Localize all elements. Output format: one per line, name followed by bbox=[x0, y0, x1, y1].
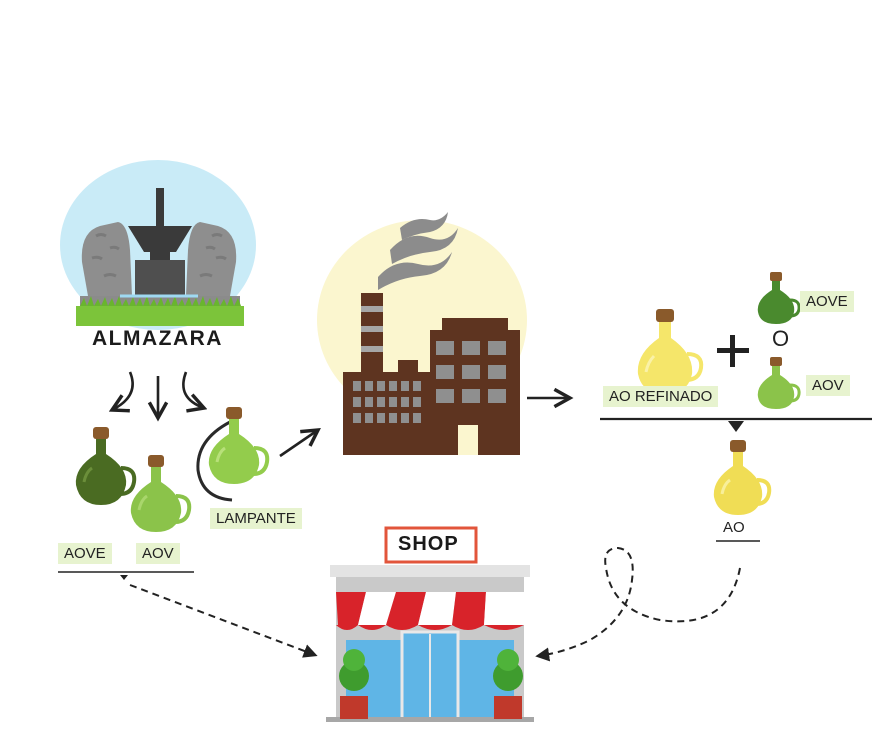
ao-label: AO bbox=[723, 519, 745, 536]
aov-bottle-icon bbox=[130, 455, 192, 532]
baseline-pointer bbox=[120, 575, 128, 580]
aove-left-label: AOVE bbox=[58, 543, 112, 564]
ao-bottle-icon bbox=[713, 440, 772, 515]
or-label: O bbox=[772, 326, 790, 351]
almazara-label: ALMAZARA bbox=[92, 327, 223, 350]
aov-left-label: AOV bbox=[136, 543, 180, 564]
ao-refinado-label: AO REFINADO bbox=[603, 386, 719, 407]
ao-refinado-bottle-icon bbox=[637, 309, 704, 394]
lampante-bottle-icon bbox=[196, 407, 270, 502]
ao-to-shop-arrow bbox=[535, 546, 741, 662]
aove-bottle-icon bbox=[75, 427, 137, 505]
lampante-label: LAMPANTE bbox=[210, 508, 302, 529]
shop-sign-label: SHOP bbox=[398, 533, 459, 555]
oil-mill-icon bbox=[60, 160, 256, 330]
aov-right-label: AOV bbox=[806, 375, 850, 396]
aov-small-bottle-icon bbox=[757, 357, 801, 409]
aove-aov-to-shop-arrow bbox=[129, 584, 318, 658]
mill-output-arrows bbox=[112, 371, 204, 418]
aove-small-bottle-icon bbox=[757, 272, 801, 324]
factory-icon bbox=[317, 212, 527, 455]
blend-pointer bbox=[728, 421, 744, 432]
shop-icon bbox=[326, 526, 534, 722]
plus-icon bbox=[717, 335, 749, 367]
aove-right-label: AOVE bbox=[800, 291, 854, 312]
lampante-to-refinery-arrow bbox=[279, 430, 318, 458]
